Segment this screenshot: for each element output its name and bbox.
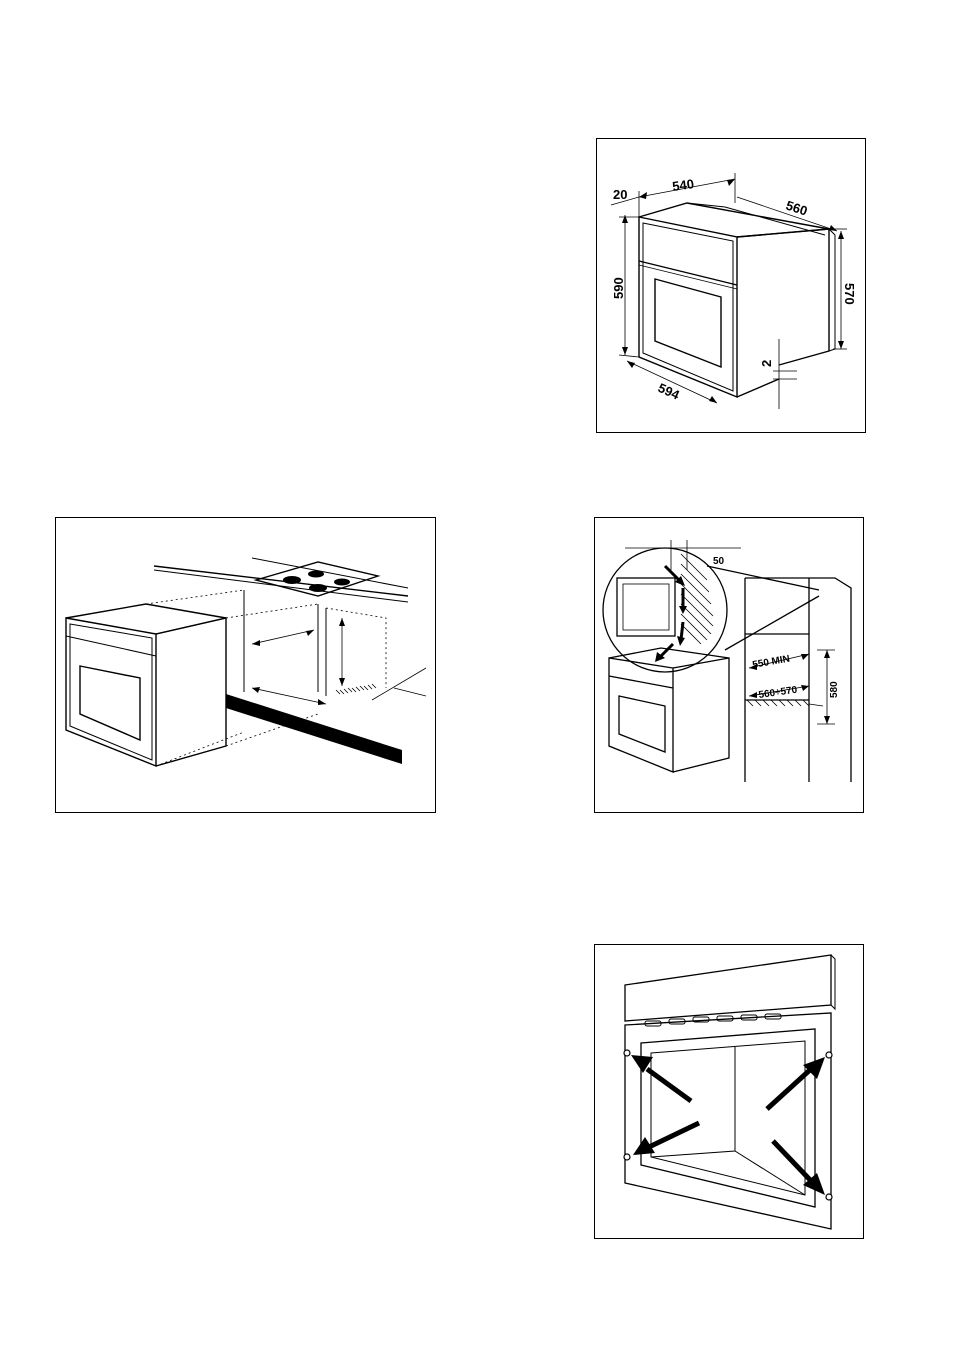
oven-dimensions-figure: 20 540 560 590 570 2 594 xyxy=(596,138,866,433)
column-niche-figure: 50 550 MIN 560÷570 580 xyxy=(594,517,864,813)
fixing-screws-figure xyxy=(594,944,864,1239)
oven-top xyxy=(66,604,226,634)
detail-cabinet-section xyxy=(617,578,675,636)
vent-gap-label: 50 xyxy=(713,556,725,567)
oven-window xyxy=(80,666,140,740)
dim-590-label: 590 xyxy=(611,277,626,299)
fixing-screws-drawing xyxy=(595,945,865,1240)
dim-594-label: 594 xyxy=(656,380,683,403)
min-width-label: 550 MIN xyxy=(752,654,791,671)
door-window xyxy=(655,279,721,367)
oven-window-small xyxy=(619,696,665,752)
column-niche-drawing: 50 550 MIN 560÷570 580 xyxy=(595,518,865,814)
oven-side-body xyxy=(737,229,829,365)
oven-front-panel xyxy=(639,217,737,397)
dim-540-label: 540 xyxy=(671,176,695,194)
screw-hole-top-right xyxy=(826,1052,832,1058)
dim-2-label: 2 xyxy=(759,360,774,367)
screw-hole-bottom-left xyxy=(624,1154,630,1160)
wall-hatching xyxy=(681,554,713,644)
depth-range-label: 560÷570 xyxy=(758,685,798,701)
control-strip-line xyxy=(639,261,737,285)
oven-side xyxy=(156,618,226,766)
under-hob-drawing xyxy=(56,518,437,814)
plinth-bar xyxy=(226,694,402,764)
oven-dimensions-drawing: 20 540 560 590 570 2 594 xyxy=(597,139,867,434)
control-panel xyxy=(625,955,831,1021)
oven-front-frame xyxy=(625,1013,831,1229)
under-hob-installation-figure xyxy=(55,517,436,813)
dim-570-label: 570 xyxy=(842,283,857,305)
screw-arrows xyxy=(647,1069,813,1183)
niche-height-label: 580 xyxy=(829,681,840,698)
oven-cavity xyxy=(641,1029,815,1207)
screw-hole-top-left xyxy=(624,1050,630,1056)
dim-560-label: 560 xyxy=(784,198,809,219)
screw-hole-bottom-right xyxy=(826,1194,832,1200)
dim-20-label: 20 xyxy=(613,187,627,202)
